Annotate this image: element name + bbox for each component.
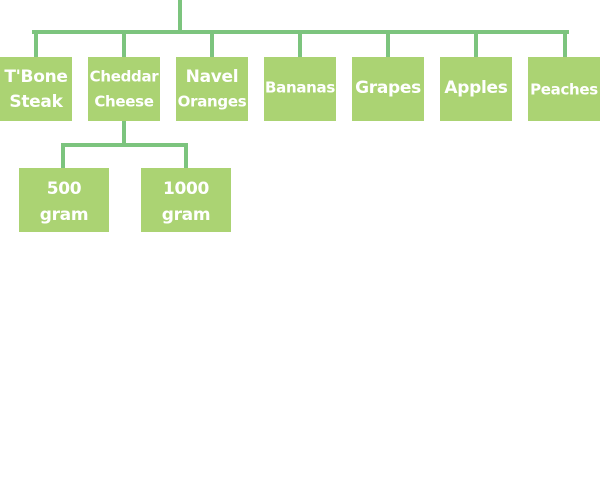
node-label: gram: [40, 205, 89, 225]
node-box: [141, 168, 231, 232]
node-box: [528, 57, 600, 121]
node-box: [352, 57, 424, 121]
connectors: [32, 0, 569, 170]
node-peaches: Peaches: [528, 57, 600, 121]
node-box: [440, 57, 512, 121]
node-label: Steak: [9, 92, 63, 112]
node-cheddar: Cheddar Cheese: [88, 57, 160, 121]
node-box: [176, 57, 248, 121]
node-bananas: Bananas: [264, 57, 336, 121]
node-box: [88, 57, 160, 121]
node-label: Bananas: [265, 79, 335, 97]
node-box: [264, 57, 336, 121]
node-grapes: Grapes: [352, 57, 424, 121]
node-label: Oranges: [178, 93, 247, 111]
node-tbone: T'Bone Steak: [0, 57, 72, 121]
node-label: Peaches: [530, 81, 598, 99]
node-label: 500: [47, 179, 82, 199]
node-label: T'Bone: [4, 67, 67, 87]
node-label: Navel: [186, 67, 239, 87]
node-label: 1000: [163, 179, 210, 199]
node-navel: Navel Oranges: [176, 57, 248, 121]
node-500g: 500 gram: [19, 168, 109, 232]
node-box: [0, 57, 72, 121]
node-label: Cheese: [94, 93, 153, 111]
node-1000g: 1000 gram: [141, 168, 231, 232]
node-label: Apples: [444, 78, 507, 98]
node-label: gram: [162, 205, 211, 225]
node-label: Grapes: [355, 78, 421, 98]
node-apples: Apples: [440, 57, 512, 121]
node-box: [19, 168, 109, 232]
node-label: Cheddar: [90, 68, 160, 86]
